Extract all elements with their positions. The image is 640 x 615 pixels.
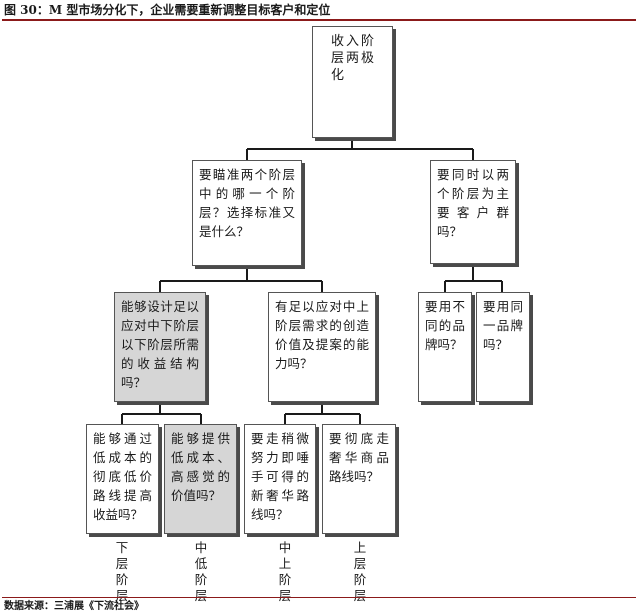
- left-lower-node: 能够设计足以应对中下阶层以下阶层所需的收益结构吗？: [114, 292, 206, 402]
- tier-label-lower-middle: 中低阶层: [194, 540, 208, 603]
- root-node: 收入阶层两极化: [312, 26, 393, 138]
- tier-label-upper-middle: 中上阶层: [278, 540, 292, 603]
- leaf-new-luxury-node: 要走稍微努力即唾手可得的新奢华路线吗？: [244, 424, 316, 534]
- leaf-low-cost-high-feel-node: 能够提供低成本、高感觉的价值吗？: [164, 424, 237, 534]
- right-question-node: 要同时以两个阶层为主要客户群吗？: [430, 160, 516, 264]
- left-question-node: 要瞄准两个阶层中的哪一个阶层？选择标准又是什么？: [192, 160, 302, 266]
- title-rule: [2, 19, 636, 21]
- leaf-low-cost-node: 能够通过低成本的彻底低价路线提高收益吗？: [86, 424, 159, 534]
- tier-label-upper: 上层阶层: [353, 540, 367, 603]
- tier-label-lower: 下层阶层: [115, 540, 129, 603]
- right-a-node: 要用不同的品牌吗？: [418, 292, 472, 402]
- leaf-full-luxury-node: 要彻底走奢华商品路线吗？: [322, 424, 396, 534]
- figure-source: 数据来源：三浦展《下流社会》: [4, 601, 144, 612]
- left-upper-node: 有足以应对中上阶层需求的创造价值及提案的能力吗？: [268, 292, 376, 402]
- source-rule: [2, 597, 636, 598]
- figure-title: 图 30：M 型市场分化下，企业需要重新调整目标客户和定位: [4, 3, 331, 17]
- right-b-node: 要用同一品牌吗？: [476, 292, 530, 402]
